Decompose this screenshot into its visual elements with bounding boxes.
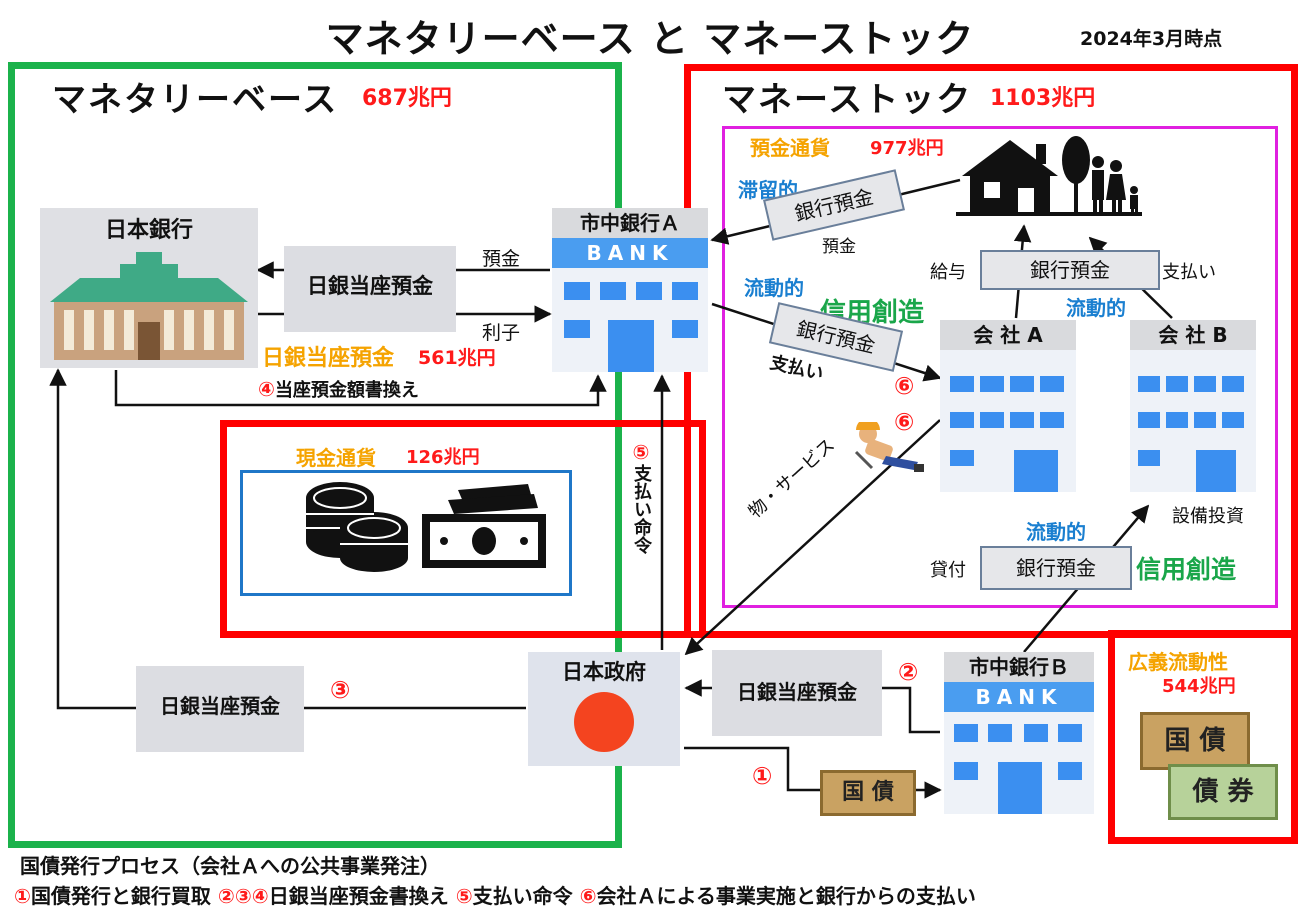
circled-2: ② [898, 658, 919, 686]
capex-label: 設備投資 [1172, 506, 1244, 527]
bond-saiken: 債 券 [1168, 764, 1278, 820]
deposit-currency-label: 預金通貨 [750, 136, 830, 160]
footer-line2: ①国債発行と銀行買取 ②③④日銀当座預金書換え ⑤支払い命令 ⑥会社Ａによる事業… [14, 880, 976, 909]
boj-deposit-doc-left-label: 日銀当座預金 [160, 694, 280, 718]
bank-a-sign: BANK [552, 238, 708, 268]
bond-kokusai-large: 国 債 [1140, 712, 1250, 770]
boj-deposit-doc-right: 日銀当座預金 [712, 650, 882, 736]
boj-current-deposit-amount: 561兆円 [418, 347, 496, 369]
footer-step234: 日銀当座預金書換え [268, 884, 449, 908]
boj-deposit-doc-top: 日銀当座預金 [284, 246, 456, 332]
payment-order-label-row: ⑤支払い命令 [629, 440, 654, 554]
boj-current-deposit-label: 日銀当座預金 [262, 346, 395, 371]
hinomaru-icon [574, 692, 634, 752]
footer-step234-num: ②③④ [217, 884, 269, 908]
loan-label: 貸付 [930, 560, 966, 581]
rewrite-label: 当座預金額書換え [274, 380, 419, 401]
footer-step1-num: ① [14, 884, 31, 908]
bank-a-node: 市中銀行Ａ BANK [552, 208, 708, 372]
page-title: マネタリーベース と マネーストック [325, 17, 975, 61]
footer-step6: 会社Ａによる事業実施と銀行からの支払い [596, 884, 976, 908]
boj-label: 日本銀行 [104, 218, 193, 243]
deposit-currency-box [722, 126, 1278, 608]
circled-4: ④ [258, 377, 275, 401]
company-b-node: 会 社 B [1130, 320, 1256, 492]
credit-creation-label-bottom: 信用創造 [1136, 555, 1237, 584]
circled-6-b: ⑥ [894, 408, 915, 436]
deposit-currency-amount: 977兆円 [870, 138, 944, 159]
cash-currency-label: 現金通貨 [296, 446, 376, 470]
government-node: 日本政府 [528, 652, 680, 766]
money-stock-heading: マネーストック [722, 80, 973, 120]
interest-arrow-label: 利子 [482, 322, 521, 344]
footer-step6-num: ⑥ [579, 884, 597, 908]
cash-extension-box [220, 420, 706, 638]
boj-node: 日本銀行 [40, 208, 258, 368]
company-a-label: 会 社 A [940, 320, 1076, 350]
payment2-label: 支払い [1162, 262, 1216, 283]
circled-5: ⑤ [629, 440, 653, 464]
government-label: 日本政府 [562, 660, 646, 684]
bank-a-label: 市中銀行Ａ [552, 208, 708, 238]
bank-deposit-chip-middle: 銀行預金 [980, 250, 1160, 290]
bond-kokusai-small: 国 債 [820, 770, 916, 816]
bank-deposit-chip-loan: 銀行預金 [980, 546, 1132, 590]
circled-1: ① [752, 762, 773, 790]
monetary-base-box [8, 62, 622, 848]
house-family-icon [956, 136, 1142, 216]
circled-6-a: ⑥ [894, 372, 915, 400]
boj-deposit-doc-top-label: 日銀当座預金 [307, 274, 433, 298]
circled-3: ③ [330, 676, 351, 704]
broad-liquidity-label: 広義流動性 [1128, 650, 1228, 674]
liquid-label-left: 流動的 [744, 276, 804, 300]
payment-order-label: 支払い命令 [631, 464, 652, 554]
date-label: 2024年3月時点 [1080, 28, 1223, 50]
deposit-small-label: 預金 [822, 237, 856, 257]
company-b-label: 会 社 B [1130, 320, 1256, 350]
footer-line1: 国債発行プロセス（会社Ａへの公共事業発注） [20, 854, 440, 878]
footer-step5: 支払い命令 [472, 884, 573, 908]
liquid-label-bottom: 流動的 [1026, 520, 1086, 544]
company-a-node: 会 社 A [940, 320, 1076, 492]
monetary-base-amount: 687兆円 [362, 86, 452, 111]
money-stock-amount: 1103兆円 [990, 86, 1096, 111]
coins-icon [306, 482, 408, 572]
boj-deposit-doc-right-label: 日銀当座預金 [737, 680, 857, 704]
cash-currency-amount: 126兆円 [406, 447, 480, 468]
monetary-base-heading: マネタリーベース [52, 80, 339, 120]
boj-deposit-doc-left: 日銀当座預金 [136, 666, 304, 752]
deposit-arrow-label: 預金 [482, 248, 521, 270]
cash-currency-box [240, 470, 572, 596]
liquid-label-middle: 流動的 [1066, 296, 1126, 320]
bank-b-label: 市中銀行Ｂ [944, 652, 1094, 682]
rewrite-label-row: ④当座預金額書換え [258, 376, 419, 402]
broad-liquidity-amount: 544兆円 [1162, 676, 1236, 697]
worker-icon [854, 422, 924, 472]
bank-b-node: 市中銀行Ｂ BANK [944, 652, 1094, 814]
boj-building-icon [50, 252, 248, 360]
broad-liquidity-box [1108, 630, 1298, 844]
salary-label: 給与 [930, 262, 966, 283]
bank-b-sign: BANK [944, 682, 1094, 712]
banknote-icon [422, 484, 546, 568]
footer-step5-num: ⑤ [455, 884, 473, 908]
footer-step1: 国債発行と銀行買取 [30, 884, 211, 908]
